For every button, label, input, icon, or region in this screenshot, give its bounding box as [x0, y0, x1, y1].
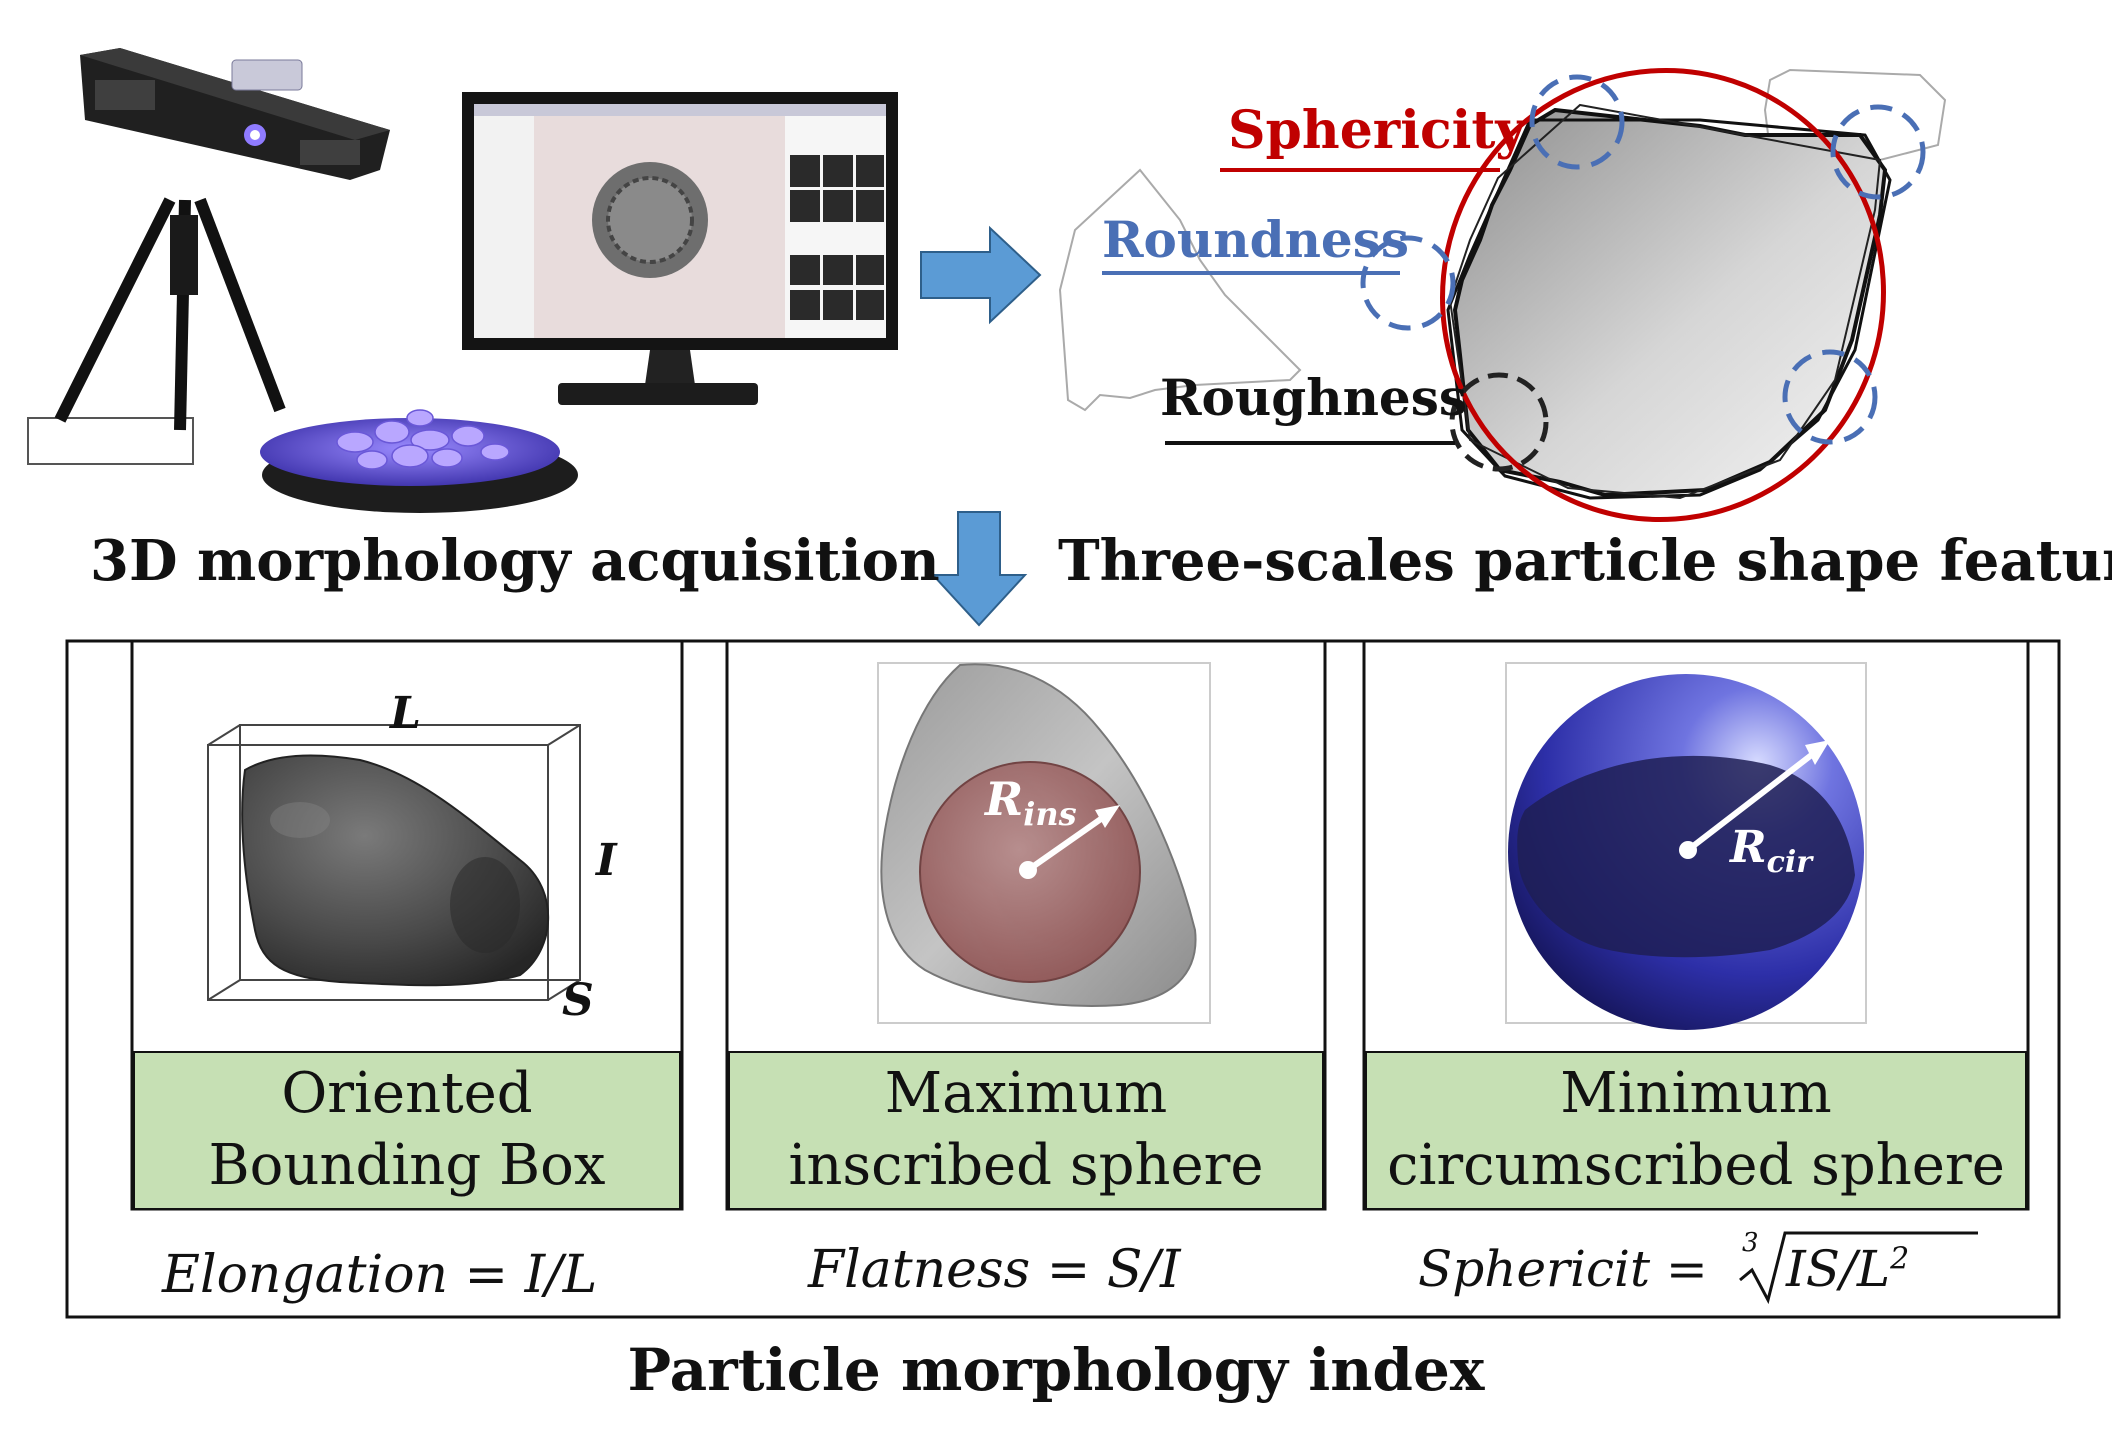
panel-obb-caption-line2: Bounding Box — [208, 1133, 606, 1198]
flatness-formula: Flatness = S/I — [808, 1240, 1181, 1300]
roughness-circle — [1449, 372, 1549, 472]
right-arrow-icon — [920, 225, 1042, 325]
sphericity-formula-prefix: Sphericit = — [1418, 1240, 1708, 1298]
circumscribed-sphere-figure — [1505, 662, 1867, 1030]
panel-circumscribed-caption: Minimum circumscribed sphere — [1366, 1058, 2026, 1202]
elongation-formula: Elongation = I/L — [162, 1245, 598, 1305]
sphericity-label: Sphericity — [1228, 100, 1526, 161]
oriented-bounding-box-figure — [207, 724, 581, 1001]
panel-circumscribed-caption-line1: Minimum — [1560, 1061, 1832, 1126]
particle-outline-background — [1058, 68, 1947, 412]
particle-shape — [1452, 107, 1888, 498]
radical-sign — [1739, 1231, 1978, 1305]
panel-circumscribed-caption-bg — [1365, 1051, 2027, 1210]
circumscribed-radius-label: Rcir — [1730, 822, 1812, 880]
roundness-label: Roundness — [1102, 210, 1410, 269]
3d-scanner-icon — [27, 48, 390, 465]
box-length-label: L — [390, 688, 421, 739]
panel-obb-caption: Oriented Bounding Box — [134, 1058, 680, 1202]
inscribed-radius-symbol: R — [985, 772, 1024, 826]
roundness-circles — [1360, 74, 1926, 445]
sphericity-formula-radicand: IS/L2 — [1786, 1240, 1909, 1298]
panel-inscribed-caption: Maximum inscribed sphere — [729, 1058, 1323, 1202]
sphericity-ellipse — [1440, 67, 1886, 523]
box-intermediate-label: I — [596, 835, 617, 886]
panel-inscribed-caption-bg — [728, 1051, 1324, 1210]
roughness-label: Roughness — [1160, 368, 1468, 427]
turntable-icon — [260, 409, 578, 513]
circumscribed-radius-subscript: cir — [1766, 844, 1813, 880]
inscribed-radius-label: Rins — [985, 772, 1077, 833]
features-label: Three-scales particle shape features — [1058, 528, 2112, 594]
sphericity-radicand-exponent: 2 — [1890, 1241, 1910, 1277]
bottom-label: Particle morphology index — [627, 1336, 1485, 1404]
box-short-label: S — [562, 975, 594, 1026]
sphericity-root-index: 3 — [1742, 1228, 1759, 1258]
panel-obb-caption-bg — [133, 1051, 681, 1210]
panel-inscribed-caption-line1: Maximum — [884, 1061, 1168, 1126]
panel-circumscribed-caption-line2: circumscribed sphere — [1387, 1133, 2005, 1198]
down-arrow-icon — [930, 511, 1028, 627]
monitor-icon — [462, 92, 898, 405]
panel-inscribed-caption-line2: inscribed sphere — [788, 1133, 1264, 1198]
inscribed-radius-subscript: ins — [1023, 795, 1077, 834]
acquisition-label: 3D morphology acquisition — [90, 528, 940, 594]
circumscribed-radius-symbol: R — [1730, 822, 1767, 873]
panel-obb-caption-line1: Oriented — [281, 1061, 533, 1126]
inscribed-sphere-figure — [877, 662, 1211, 1024]
sphericity-radicand-text: IS/L — [1786, 1240, 1891, 1298]
